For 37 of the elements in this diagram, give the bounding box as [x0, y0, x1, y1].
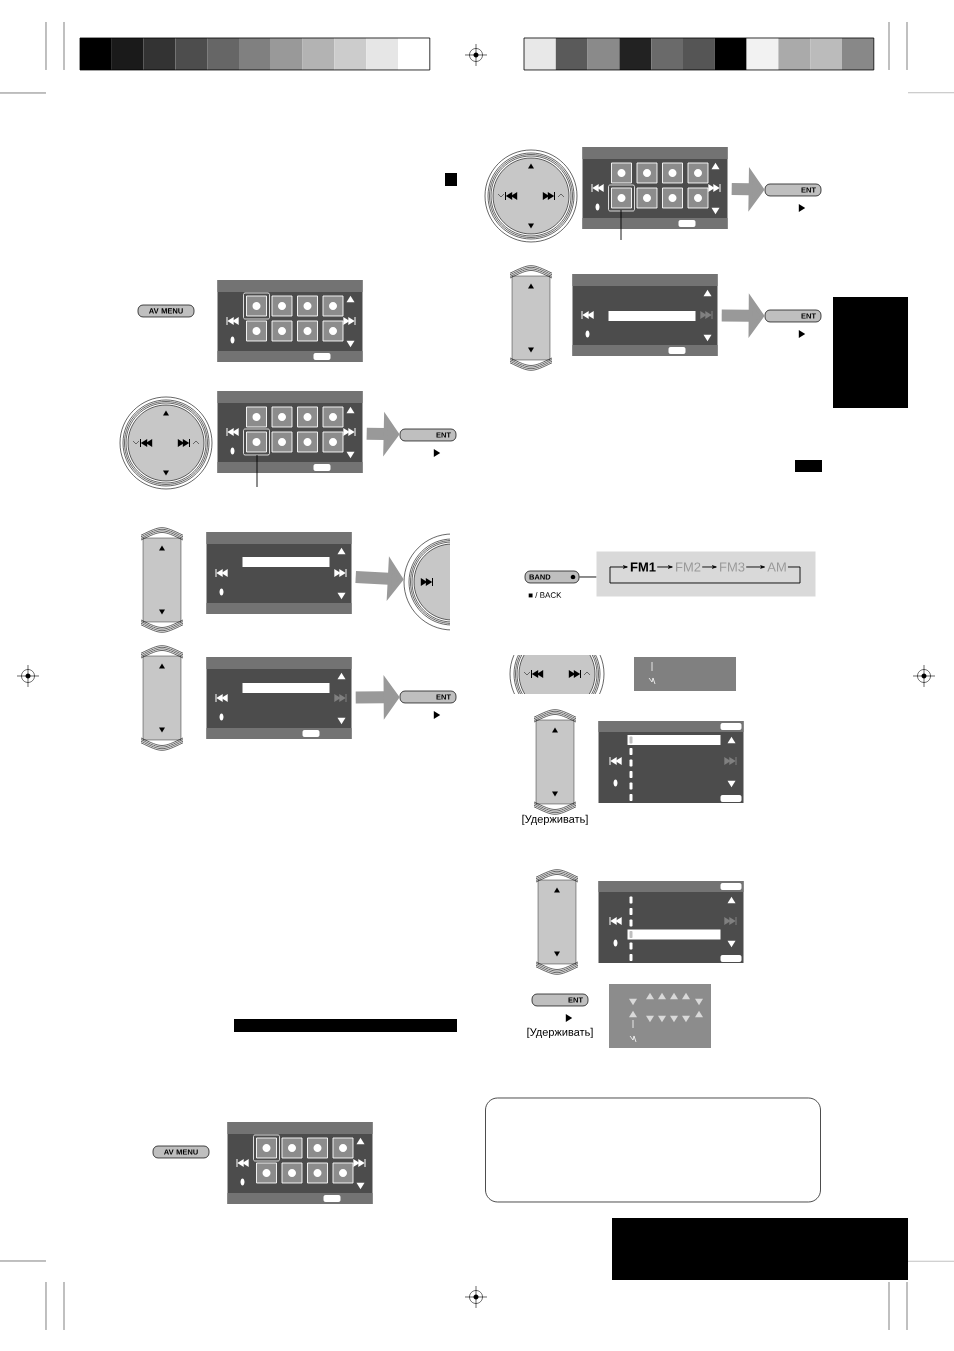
list-screen [598, 721, 744, 803]
arrow [745, 565, 766, 569]
display-screen [206, 657, 352, 739]
display-screen [634, 657, 736, 691]
menu-screen [227, 1122, 373, 1204]
arrow [656, 565, 673, 569]
menu-screen [217, 280, 363, 362]
list-screen [598, 881, 744, 963]
display-screen [572, 274, 718, 356]
control-knob [509, 655, 605, 694]
display-screen [206, 532, 352, 614]
hold-label: [Удерживать] [527, 1027, 593, 1039]
tab-marker [833, 297, 908, 408]
rocker-knob [140, 527, 184, 633]
band-label: FM2 [676, 562, 701, 572]
band-label: FM1 [630, 562, 656, 572]
band-panel [596, 551, 816, 597]
connector-line [578, 576, 597, 578]
hold-label: [Удерживать] [522, 814, 588, 826]
control-knob [119, 396, 213, 490]
band-label: AM [767, 562, 786, 572]
rocker-knob [535, 869, 579, 975]
control-knob [484, 149, 578, 243]
rocker-knob [533, 709, 577, 815]
control-knob [403, 533, 450, 631]
rocker-knob [509, 265, 553, 371]
arrow [701, 565, 717, 569]
display-screen [609, 984, 711, 1048]
arrow [609, 565, 801, 584]
menu-screen [217, 391, 363, 473]
rocker-knob [140, 645, 184, 751]
leader-line [256, 454, 258, 488]
band-label: FM3 [720, 562, 745, 572]
button-caption: ■ / BACK [528, 592, 562, 598]
note-box [485, 1097, 821, 1203]
leader-line [620, 209, 622, 241]
menu-screen [582, 147, 728, 229]
